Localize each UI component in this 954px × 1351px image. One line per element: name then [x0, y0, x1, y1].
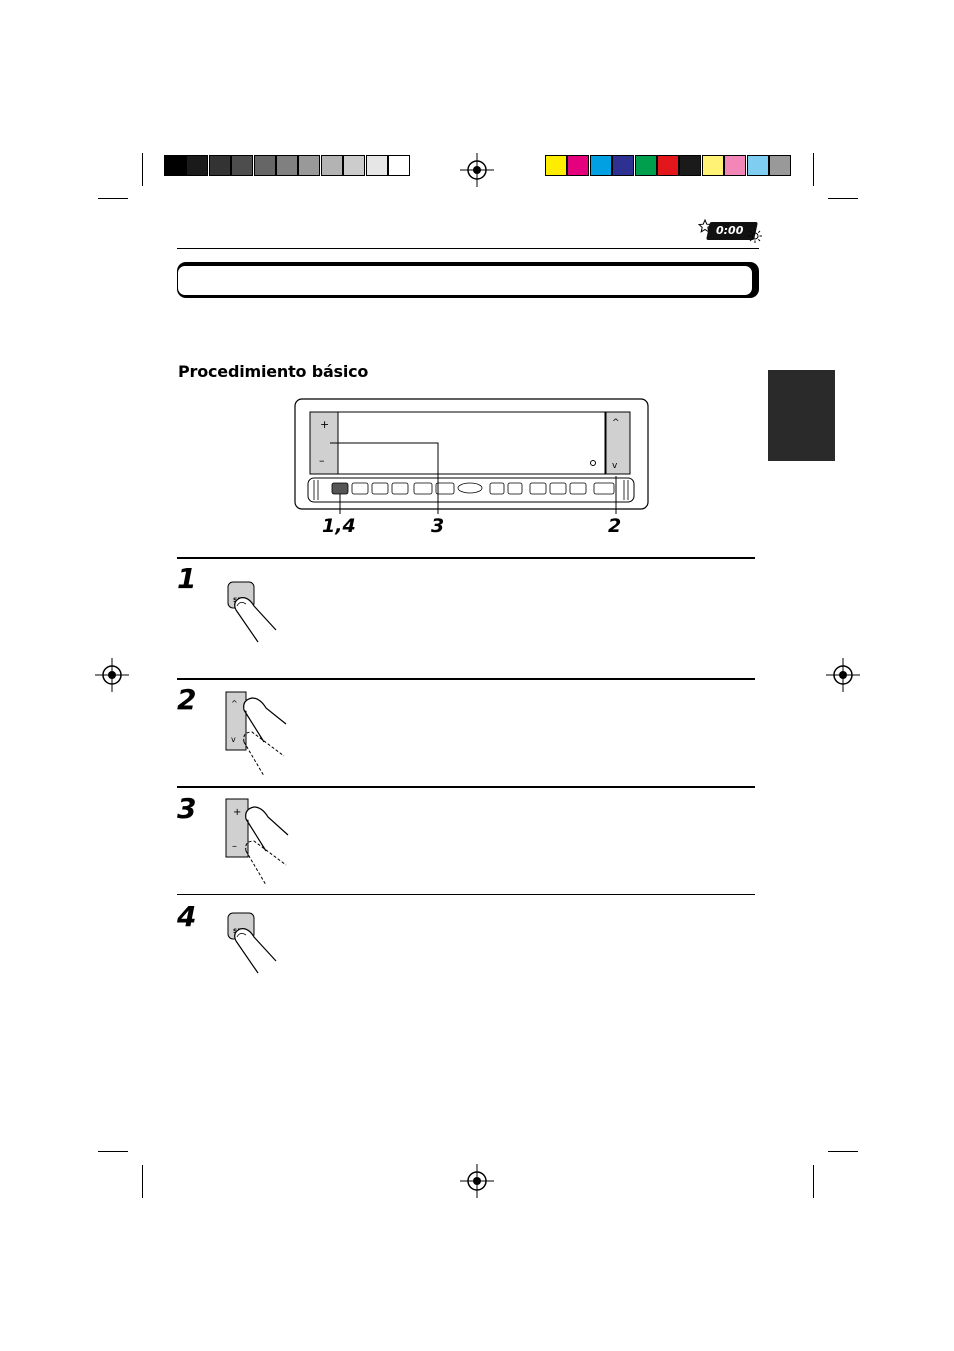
calibration-swatch: [388, 155, 410, 176]
svg-text:^: ^: [231, 699, 238, 708]
crop-mark: [98, 1151, 128, 1152]
calibration-swatch: [276, 155, 298, 176]
crop-mark: [828, 1151, 858, 1152]
calibration-swatch: [701, 155, 724, 176]
registration-mark-icon: [460, 1164, 494, 1198]
press-sel-button-icon: SEL: [227, 581, 277, 643]
plus-label: +: [320, 418, 329, 431]
registration-mark-icon: [95, 658, 129, 692]
calibration-swatch: [724, 155, 747, 176]
step-divider: [177, 557, 755, 559]
calibration-swatch: [769, 155, 791, 176]
minus-label: –: [319, 454, 325, 467]
calibration-swatch: [164, 155, 186, 176]
calibration-swatch: [320, 155, 343, 176]
svg-text:+: +: [233, 807, 241, 818]
calibration-swatch: [589, 155, 612, 176]
calibration-swatch: [679, 155, 702, 176]
svg-text:v: v: [231, 735, 236, 744]
language-tab: [768, 370, 835, 461]
calibration-swatch: [186, 155, 209, 176]
control-panel-diagram: + – ^ v: [294, 398, 649, 514]
step-divider: [177, 786, 755, 788]
crop-mark: [828, 198, 858, 199]
calibration-swatch: [343, 155, 366, 176]
press-plus-minus-button-icon: + –: [225, 798, 289, 886]
step-divider: [177, 894, 755, 895]
step-number: 3: [177, 792, 197, 825]
header-rule: [177, 248, 759, 249]
step-divider: [177, 678, 755, 680]
calibration-swatch: [746, 155, 769, 176]
calibration-swatch: [657, 155, 679, 176]
calibration-swatch: [634, 155, 657, 176]
section-title-box: [177, 265, 753, 296]
calibration-swatch: [298, 155, 321, 176]
clock-text: 0:00: [716, 224, 744, 237]
crop-mark: [142, 1165, 143, 1198]
registration-mark-icon: [460, 153, 494, 187]
calibration-swatch: [208, 155, 231, 176]
press-sel-button-icon: SEL: [227, 912, 277, 974]
calibration-swatch: [365, 155, 388, 176]
calibration-swatch: [567, 155, 590, 176]
up-arrow-icon: ^: [612, 418, 620, 428]
callout-label: 2: [608, 515, 622, 537]
crop-mark: [813, 153, 814, 186]
calibration-swatch: [612, 155, 635, 176]
sun-icon: [748, 229, 762, 243]
press-up-down-button-icon: ^ v: [225, 691, 287, 777]
crop-mark: [813, 1165, 814, 1198]
callout-label: 3: [431, 515, 445, 537]
crop-mark: [98, 198, 128, 199]
crop-mark: [142, 153, 143, 186]
svg-text:–: –: [232, 841, 237, 852]
callout-label: 1,4: [322, 515, 356, 537]
calibration-swatch: [253, 155, 276, 176]
calibration-swatch: [231, 155, 254, 176]
step-number: 2: [177, 683, 197, 716]
registration-mark-icon: [826, 658, 860, 692]
step-number: 1: [177, 562, 197, 595]
down-arrow-icon: v: [612, 461, 618, 471]
calibration-swatch: [545, 155, 567, 176]
section-heading: Procedimiento básico: [178, 362, 369, 381]
step-number: 4: [177, 900, 197, 933]
